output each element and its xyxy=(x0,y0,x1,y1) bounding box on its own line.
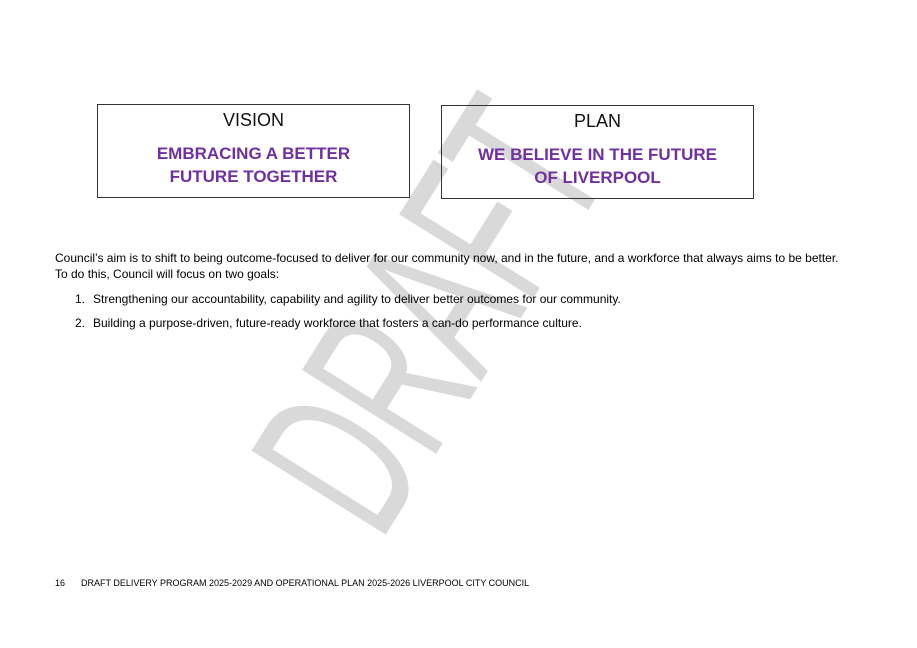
vision-title: VISION xyxy=(222,110,284,130)
plan-statement-line-2: OF LIVERPOOL xyxy=(534,168,661,187)
footer-document-title: DRAFT DELIVERY PROGRAM 2025-2029 AND OPE… xyxy=(81,578,530,588)
page-footer: 16 DRAFT DELIVERY PROGRAM 2025-2029 AND O… xyxy=(55,577,529,589)
plan-title: PLAN xyxy=(573,111,622,131)
page-number: 16 xyxy=(55,578,66,588)
vision-statement-line-2: FUTURE TOGETHER xyxy=(169,167,338,186)
intro-line-2: To do this, Council will focus on two go… xyxy=(55,267,280,281)
plan-card: PLAN WE BELIEVE IN THE FUTURE OF LIVERPO… xyxy=(441,105,754,199)
vision-statement-line-1: EMBRACING A BETTER xyxy=(156,144,351,163)
goal-number: 2. xyxy=(75,316,86,330)
goal-number: 1. xyxy=(75,292,86,306)
goal-text: Building a purpose-driven, future-ready … xyxy=(93,316,582,330)
intro-paragraph: Council’s aim is to shift to being outco… xyxy=(55,250,875,282)
plan-statement-line-1: WE BELIEVE IN THE FUTURE xyxy=(478,145,717,164)
plan-statement: WE BELIEVE IN THE FUTURE OF LIVERPOOL xyxy=(442,143,753,189)
vision-card: VISION EMBRACING A BETTER FUTURE TOGETHE… xyxy=(97,104,410,198)
intro-line-1: Council’s aim is to shift to being outco… xyxy=(55,251,839,265)
vision-statement: EMBRACING A BETTER FUTURE TOGETHER xyxy=(98,142,409,188)
goal-text: Strengthening our accountability, capabi… xyxy=(93,292,621,306)
